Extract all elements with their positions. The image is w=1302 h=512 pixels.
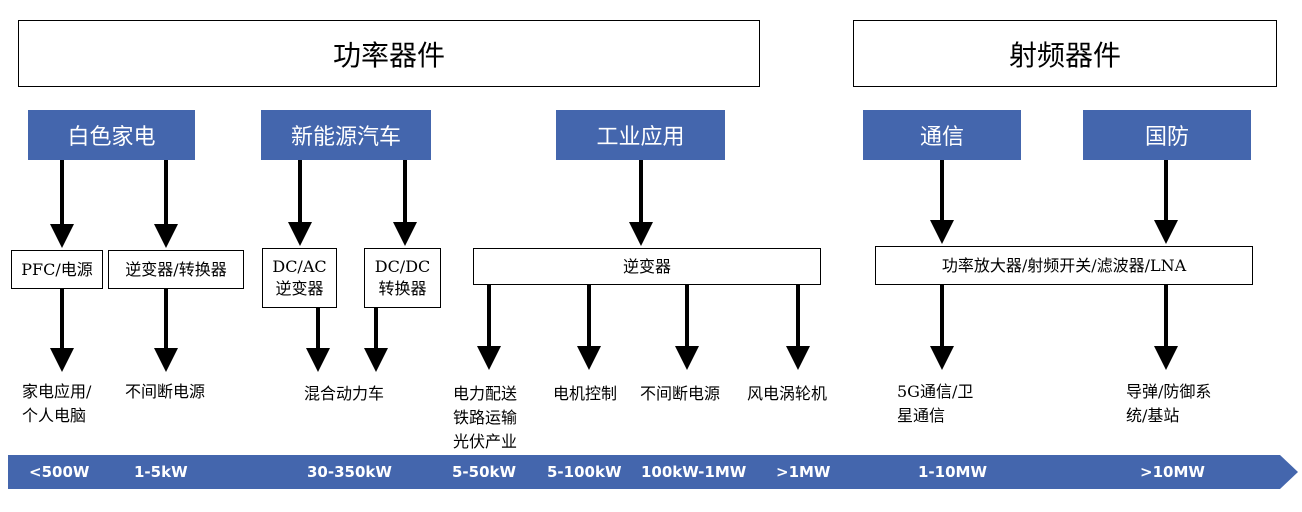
device-dc-ac-line1: DC/AC [272,257,327,276]
application-missile-line2: 统/基站 [1126,406,1180,425]
application-motor-control: 电机控制 [553,384,618,403]
power-scale-arrow [8,455,1298,489]
device-dc-dc-converter: DC/DC 转换器 [364,248,441,308]
application-hybrid-vehicle: 混合动力车 [304,384,385,403]
power-scale-label: 100kW-1MW [641,463,747,481]
device-dc-ac-inverter: DC/AC 逆变器 [262,248,337,308]
application-grid-line1: 电力配送 [453,384,518,403]
application-home-pc-line1: 家电应用/ [22,382,92,401]
rf-devices-header: 射频器件 [853,20,1277,87]
power-scale-label: >10MW [1140,463,1205,481]
device-inverter-converter: 逆变器/转换器 [108,250,244,289]
application-5g-line1: 5G通信/卫 [897,382,974,401]
category-white-appliances: 白色家电 [28,110,195,160]
device-dc-ac-line2: 逆变器 [275,279,324,298]
power-scale-label: >1MW [776,463,831,481]
application-5g-satellite: 5G通信/卫 星通信 [897,380,973,428]
power-devices-header: 功率器件 [18,20,760,87]
application-ups-industrial: 不间断电源 [640,384,721,403]
device-dc-dc-line1: DC/DC [374,257,431,276]
application-grid: 电力配送 铁路运输 光伏产业 [453,382,517,454]
device-dc-dc-line2: 转换器 [378,279,427,298]
application-grid-line2: 铁路运输 [453,408,518,427]
power-scale-label: 5-100kW [547,463,622,481]
application-home-pc: 家电应用/ 个人电脑 [22,380,91,428]
application-grid-line3: 光伏产业 [453,432,518,451]
application-home-pc-line2: 个人电脑 [22,406,87,425]
device-pfc-power: PFC/电源 [11,250,103,289]
application-missile-line1: 导弹/防御系 [1126,382,1212,401]
application-missile-defense: 导弹/防御系 统/基站 [1126,380,1211,428]
application-5g-line2: 星通信 [897,406,946,425]
application-ups: 不间断电源 [125,382,206,401]
power-scale-label: 30-350kW [307,463,392,481]
category-new-energy-vehicles: 新能源汽车 [261,110,431,160]
power-scale-label: 1-5kW [134,463,188,481]
category-defense: 国防 [1083,110,1251,160]
category-communications: 通信 [863,110,1021,160]
device-inverter: 逆变器 [473,248,821,285]
application-wind-turbine: 风电涡轮机 [747,384,828,403]
power-scale-label: 1-10MW [918,463,988,481]
power-scale-label: 5-50kW [452,463,517,481]
device-rf-chain: 功率放大器/射频开关/滤波器/LNA [875,246,1253,285]
category-industrial: 工业应用 [556,110,725,160]
power-scale-label: <500W [29,463,90,481]
